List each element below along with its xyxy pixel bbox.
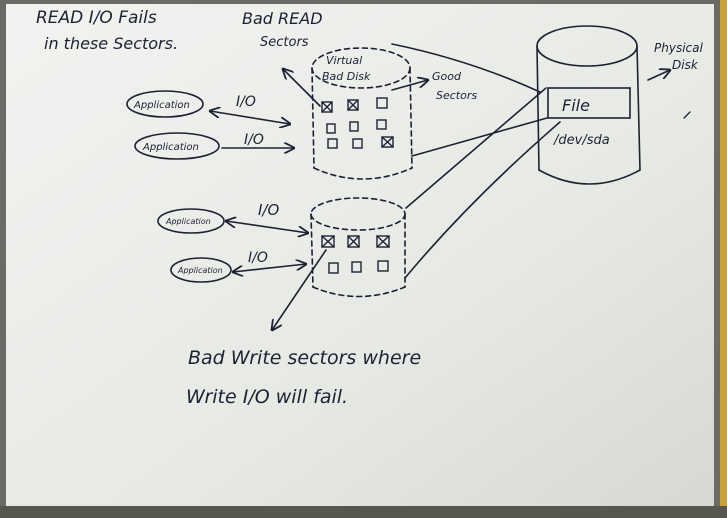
- file-box: [547, 87, 631, 119]
- bad-read-label-line2: Sectors: [260, 35, 309, 50]
- bad-sector: [347, 99, 359, 111]
- good-sector: [377, 260, 389, 272]
- good-sector: [349, 121, 359, 132]
- io-label-2: I/O: [244, 132, 264, 148]
- marker-tray: [0, 506, 727, 518]
- bad-write-note-line1: Bad Write sectors where: [188, 347, 421, 369]
- good-sector: [328, 262, 339, 274]
- good-sector: [327, 138, 338, 149]
- application-label-4: Application: [177, 266, 223, 275]
- application-label-3: Application: [165, 217, 211, 226]
- virtual-disk-top: [311, 47, 413, 180]
- device-label: /dev/sda: [553, 133, 610, 148]
- bad-read-arrow: [283, 69, 321, 107]
- good-sectors-label-line1: Good: [432, 70, 462, 83]
- bad-write-arrow: [272, 249, 327, 330]
- io-label-4: I/O: [248, 250, 268, 266]
- io-arrow-1: [210, 111, 290, 124]
- io-arrow-3: [226, 221, 308, 233]
- good-sector: [376, 119, 387, 130]
- io-label-3: I/O: [258, 201, 279, 219]
- physical-disk-label-line2: Disk: [672, 58, 699, 72]
- good-sectors-arrow: [391, 80, 428, 91]
- virtual-disk-bottom: [310, 197, 406, 298]
- application-oval-2: [134, 132, 220, 160]
- map-line-2: [411, 117, 548, 157]
- physical-disk-arrow: [647, 70, 670, 81]
- stray-mark: [683, 111, 691, 119]
- io-label-1: I/O: [236, 94, 256, 110]
- file-label: File: [562, 96, 590, 115]
- sector-grid-bottom: [321, 235, 390, 274]
- application-oval-4: [170, 257, 232, 283]
- application-label-1: Application: [133, 100, 190, 111]
- map-line-4: [404, 121, 561, 279]
- good-sector: [376, 97, 388, 109]
- virtual-disk-label-line1: Virtual: [326, 54, 362, 67]
- map-line-3: [405, 87, 547, 209]
- bad-sector: [321, 235, 335, 248]
- physical-disk-cylinder: [536, 25, 641, 185]
- application-label-2: Application: [142, 142, 199, 153]
- io-arrow-4: [233, 264, 306, 272]
- application-oval-3: [157, 208, 225, 234]
- good-sector: [351, 261, 362, 273]
- good-sector: [352, 138, 363, 149]
- read-fail-note-line2: in these Sectors.: [44, 34, 178, 53]
- good-sectors-label-line2: Sectors: [436, 89, 477, 102]
- virtual-disk-label-line2: Bad Disk: [322, 70, 371, 83]
- sector-grid-top: [321, 97, 394, 149]
- good-sector: [326, 123, 336, 134]
- bad-sector: [321, 101, 333, 113]
- application-oval-1: [126, 90, 204, 118]
- bad-sector: [347, 235, 360, 248]
- physical-disk-label-line1: Physical: [654, 41, 703, 55]
- bad-sector: [381, 136, 394, 148]
- bad-sector: [376, 235, 390, 248]
- map-line-1: [391, 43, 541, 93]
- bad-write-note-line2: Write I/O will fail.: [186, 386, 348, 408]
- bad-read-label-line1: Bad READ: [242, 9, 323, 28]
- read-fail-note-line1: READ I/O Fails: [36, 8, 157, 28]
